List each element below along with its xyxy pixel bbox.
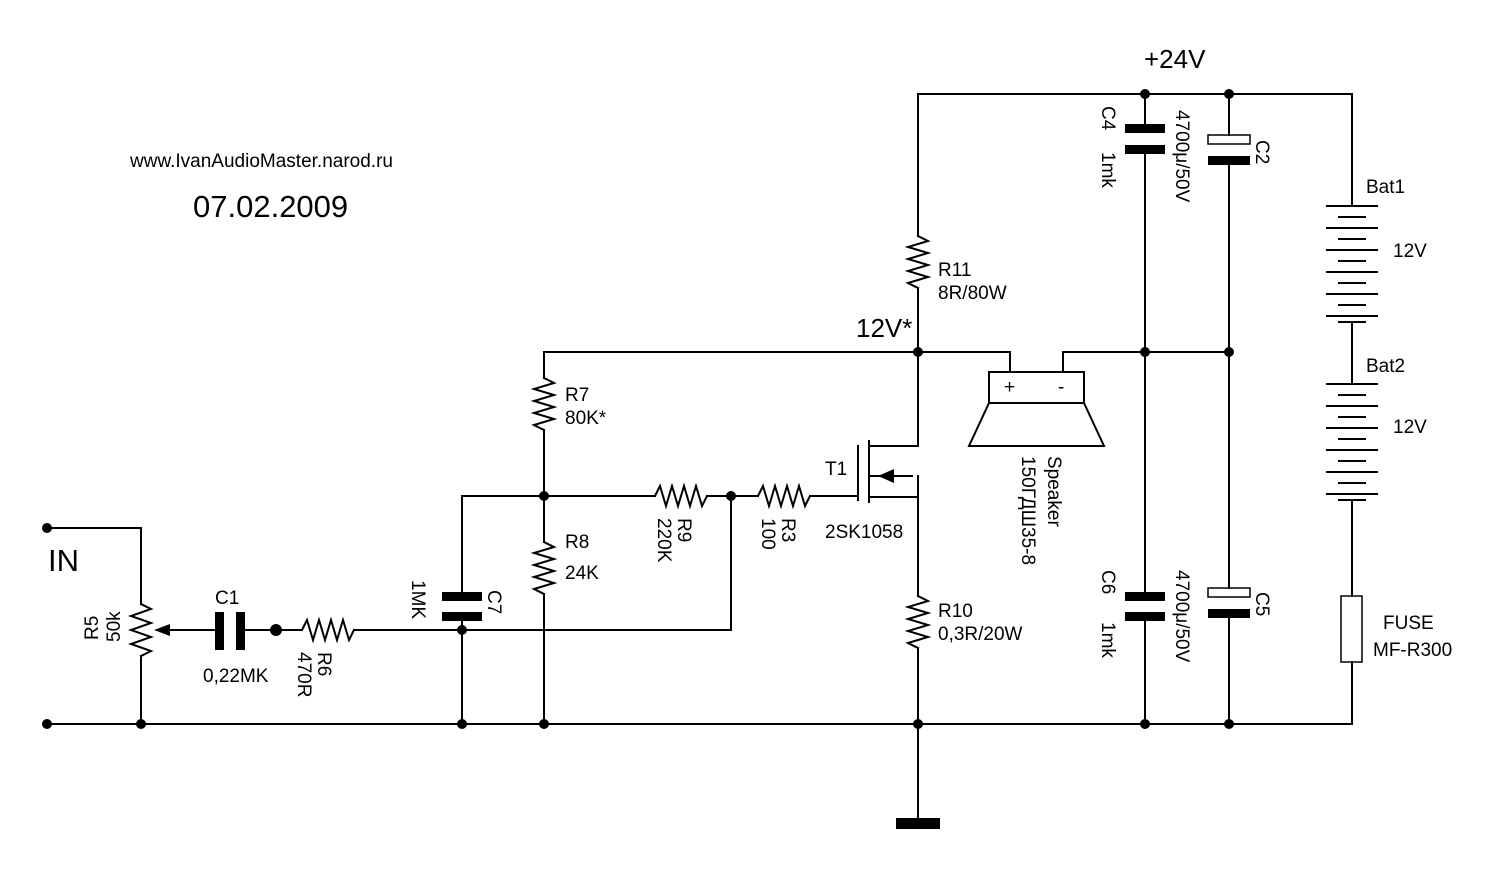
speaker-value: 150ГДШ35-8	[1017, 456, 1038, 565]
c7-ref: C7	[483, 590, 504, 614]
c5-capacitor	[1207, 587, 1251, 725]
t1-value: 2SK1058	[825, 522, 903, 543]
c6-capacitor	[1125, 592, 1165, 725]
c7-capacitor	[442, 495, 482, 725]
bias-top-wire	[461, 351, 1011, 497]
r9-ref: R9	[673, 518, 694, 542]
r11-value: 8R/80W	[938, 283, 1007, 304]
r3-value: 100	[757, 518, 778, 550]
bat1-ref: Bat1	[1366, 177, 1405, 198]
r5-value: 50k	[104, 611, 125, 642]
c4-capacitor	[1125, 93, 1165, 593]
bat2-value: 12V	[1393, 417, 1427, 438]
c2-capacitor	[1207, 93, 1251, 589]
input-label: IN	[48, 543, 79, 578]
r7-ref: R7	[565, 385, 589, 406]
r7-resistor	[530, 351, 558, 497]
c2-value: 4700μ/50V	[1171, 110, 1192, 203]
r6-value: 470R	[293, 652, 314, 697]
r6-ref: R6	[313, 652, 334, 676]
bat1-battery	[1326, 205, 1378, 323]
c1-capacitor	[195, 612, 277, 650]
r5-ref: R5	[82, 616, 103, 640]
supply-rail	[917, 93, 1353, 237]
fuse-ref: FUSE	[1383, 613, 1434, 634]
r3-resistor	[756, 482, 859, 510]
website-label: www.IvanAudioMaster.narod.ru	[129, 151, 393, 172]
r8-value: 24K	[565, 563, 599, 584]
r11-resistor	[904, 234, 932, 353]
fuse-value: MF-R300	[1373, 640, 1452, 661]
speaker-minus: -	[1058, 377, 1064, 398]
input-terminal	[42, 523, 142, 729]
r8-resistor	[530, 495, 558, 725]
speaker-ref: Speaker	[1043, 456, 1064, 527]
fuse	[1340, 595, 1363, 663]
c7-value: 1MK	[407, 580, 428, 619]
c2-ref: C2	[1251, 140, 1272, 164]
t1-mosfet	[857, 351, 919, 597]
c1-value: 0,22MK	[203, 666, 269, 687]
c5-value: 4700μ/50V	[1171, 570, 1192, 663]
junction-dots	[136, 89, 1234, 729]
c1-ref: C1	[215, 588, 239, 609]
r9-value: 220K	[653, 518, 674, 563]
r8-ref: R8	[565, 532, 589, 553]
speaker-plus: +	[1004, 377, 1015, 398]
r10-value: 0,3R/20W	[938, 624, 1023, 645]
r5-potentiometer	[127, 602, 197, 725]
r10-ref: R10	[938, 601, 973, 622]
bat2-ref: Bat2	[1366, 356, 1405, 377]
c6-ref: C6	[1097, 570, 1118, 594]
supply-voltage-label: +24V	[1144, 44, 1206, 74]
r7-value: 80K*	[565, 408, 607, 429]
c4-value: 1mk	[1097, 152, 1118, 188]
c6-value: 1mk	[1097, 622, 1118, 658]
c4-ref: C4	[1097, 106, 1118, 131]
r10-resistor	[904, 594, 932, 725]
mid-voltage-label: 12V*	[856, 313, 912, 343]
c5-ref: C5	[1251, 592, 1272, 616]
t1-ref: T1	[825, 459, 847, 480]
bat2-battery	[1326, 383, 1378, 501]
date-label: 07.02.2009	[193, 189, 348, 224]
ground-symbol	[896, 818, 940, 829]
r11-ref: R11	[938, 260, 971, 281]
bat1-value: 12V	[1393, 241, 1427, 262]
r6-resistor	[275, 616, 732, 644]
r3-ref: R3	[777, 518, 798, 542]
speaker	[967, 351, 1230, 447]
ground-rail	[46, 723, 1353, 829]
